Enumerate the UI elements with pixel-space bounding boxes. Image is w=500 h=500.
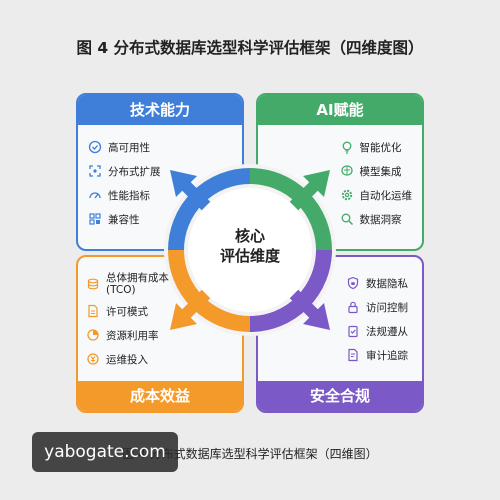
cost-item-ops: 运维投入 — [86, 347, 169, 371]
security-item-label: 访问控制 — [366, 301, 408, 314]
tech-item-availability: 高可用性 — [88, 135, 161, 159]
ai-item-optimization: 智能优化 — [340, 135, 413, 159]
ai-item-label: 数据洞察 — [359, 213, 402, 226]
cost-item-label: 总体拥有成本 (TCO) — [106, 272, 169, 296]
security-item-label: 数据隐私 — [366, 277, 408, 290]
security-item-privacy: 数据隐私 — [346, 271, 408, 295]
cost-item-tco: 总体拥有成本 (TCO) — [86, 269, 169, 299]
puzzle-icon — [88, 212, 102, 226]
document-icon — [86, 304, 100, 318]
ai-item-label: 模型集成 — [359, 165, 402, 178]
expand-icon — [88, 164, 102, 178]
security-item-compliance: 法规遵从 — [346, 319, 408, 343]
cost-item-label: 资源利用率 — [106, 329, 159, 342]
quadrant-ai-title: AI赋能 — [258, 95, 422, 125]
lightbulb-icon — [340, 140, 354, 154]
shield-lock-icon — [346, 276, 360, 290]
pie-chart-icon — [86, 328, 100, 342]
cost-item-label: 运维投入 — [106, 353, 148, 366]
coins-icon — [86, 277, 100, 291]
tech-item-scaling: 分布式扩展 — [88, 159, 161, 183]
figure-title: 图 4 分布式数据库选型科学评估框架（四维度图） — [76, 39, 424, 57]
quadrant-cost-title: 成本效益 — [78, 381, 242, 411]
security-item-label: 审计追踪 — [366, 349, 408, 362]
shield-check-icon — [88, 140, 102, 154]
money-icon — [86, 352, 100, 366]
tech-item-compatibility: 兼容性 — [88, 207, 161, 231]
tech-item-label: 分布式扩展 — [108, 165, 161, 178]
ai-item-automation: 自动化运维 — [340, 183, 413, 207]
core-label-line2: 评估维度 — [219, 247, 280, 265]
cost-item-license: 许可模式 — [86, 299, 169, 323]
tech-item-label: 性能指标 — [108, 189, 150, 202]
core-label-line1: 核心 — [234, 227, 265, 245]
security-item-label: 法规遵从 — [366, 325, 408, 338]
tech-item-performance: 性能指标 — [88, 183, 161, 207]
quadrant-security-title: 安全合规 — [258, 381, 422, 411]
core-label: 核心 评估维度 — [210, 226, 290, 266]
security-item-access: 访问控制 — [346, 295, 408, 319]
watermark: yabogate.com — [32, 432, 178, 472]
quadrant-security: 数据隐私 访问控制 法规遵从 审计追踪 安全合规 — [256, 255, 424, 413]
cost-item-utilization: 资源利用率 — [86, 323, 169, 347]
ai-item-model: 模型集成 — [340, 159, 413, 183]
security-item-audit: 审计追踪 — [346, 343, 408, 367]
cost-item-label: 许可模式 — [106, 305, 148, 318]
audit-doc-icon — [346, 348, 360, 362]
tech-item-label: 兼容性 — [108, 213, 140, 226]
quadrant-cost: 总体拥有成本 (TCO) 许可模式 资源利用率 运维投入 成本效益 — [76, 255, 244, 413]
brain-icon — [340, 164, 354, 178]
gear-icon — [340, 188, 354, 202]
lock-icon — [346, 300, 360, 314]
ai-item-insight: 数据洞察 — [340, 207, 413, 231]
ai-item-label: 智能优化 — [359, 141, 402, 154]
tech-item-label: 高可用性 — [108, 141, 150, 154]
magnifier-icon — [340, 212, 354, 226]
quadrant-tech-title: 技术能力 — [78, 95, 242, 125]
clipboard-check-icon — [346, 324, 360, 338]
ai-item-label: 自动化运维 — [359, 189, 413, 202]
figure-caption: 图 4 分布式数据库选型科学评估框架（四维图） — [122, 447, 378, 461]
gauge-icon — [88, 188, 102, 202]
